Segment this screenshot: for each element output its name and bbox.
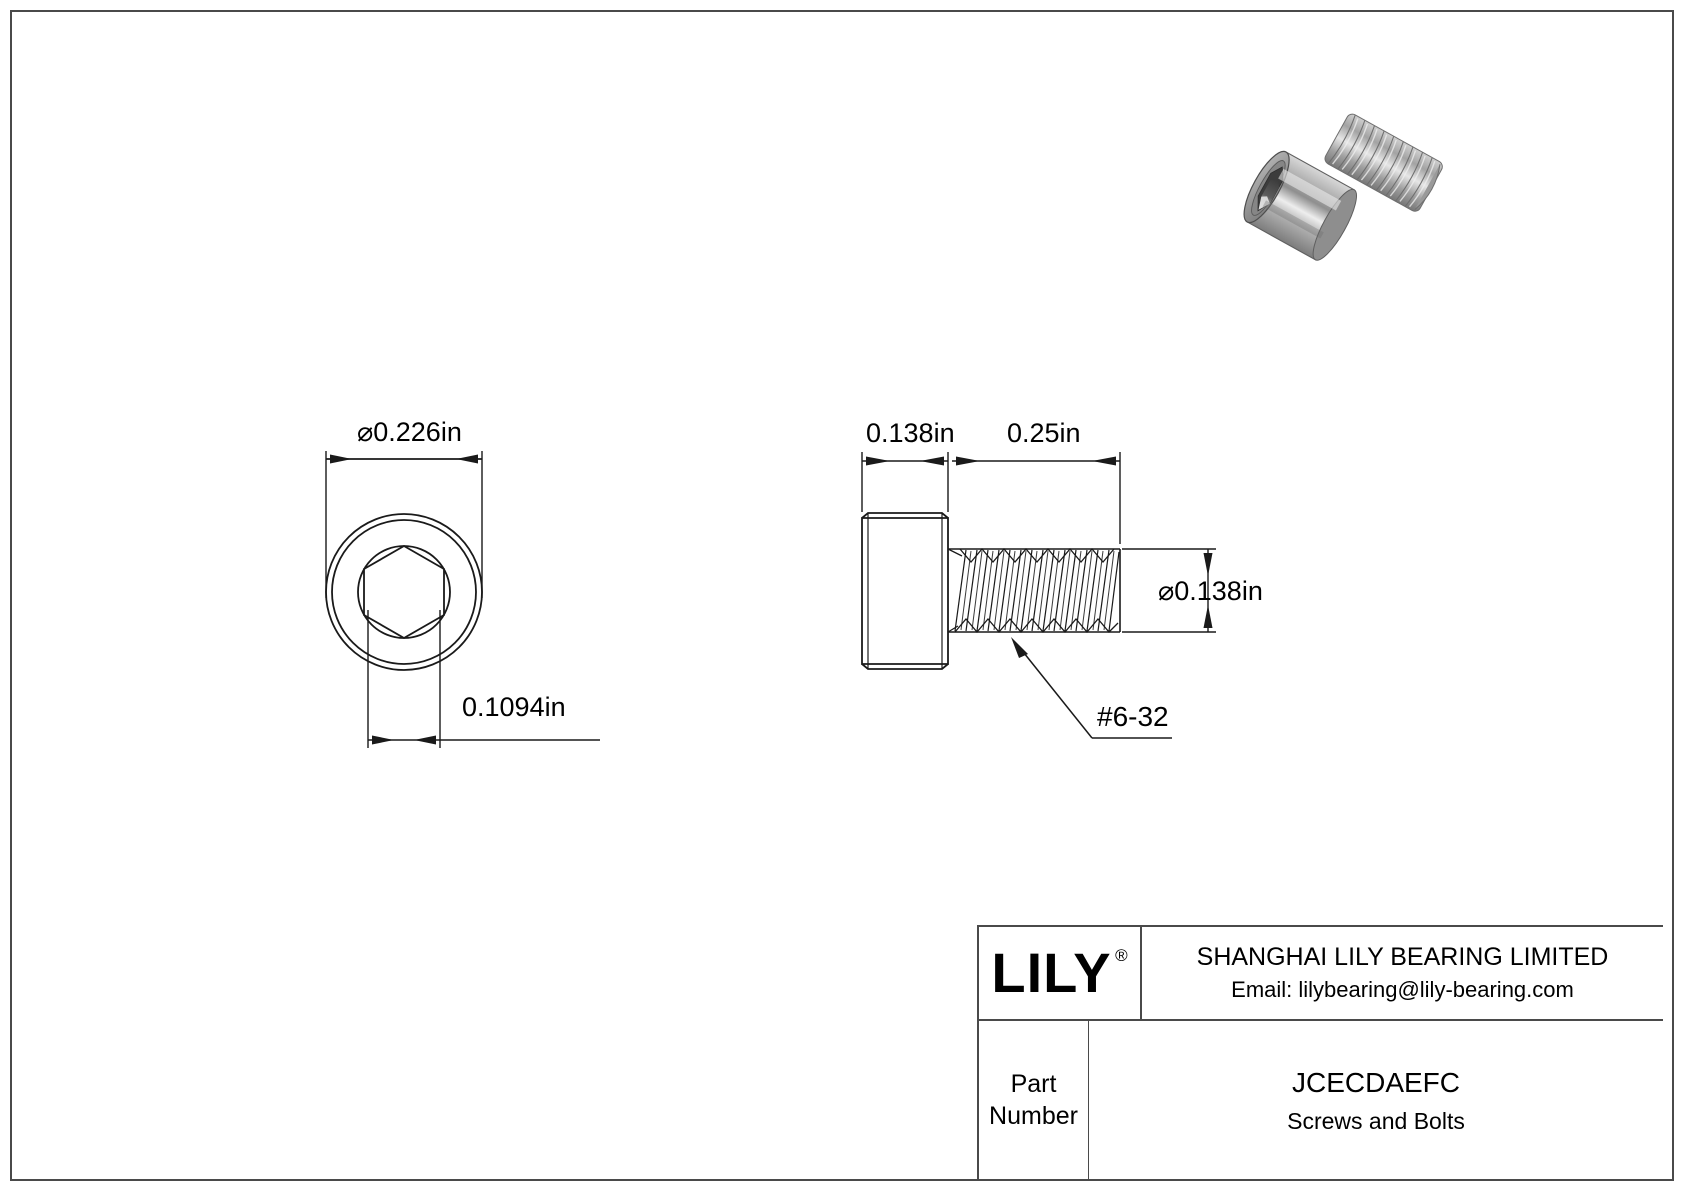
end-view-dimensions xyxy=(325,451,600,748)
title-block-part-row: Part Number JCECDAEFC Screws and Bolts xyxy=(979,1019,1663,1180)
head-bottom-chamfer xyxy=(861,663,949,670)
part-number-label-line2: Number xyxy=(989,1101,1078,1130)
title-block-header-row: LILY ® SHANGHAI LILY BEARING LIMITED Ema… xyxy=(979,927,1663,1020)
leader-arrow xyxy=(1011,637,1028,658)
dimension-head-diameter: ⌀0.226in xyxy=(357,417,462,447)
company-email: Email: lilybearing@lily-bearing.com xyxy=(1231,977,1574,1003)
thread-spec-leader xyxy=(1011,637,1172,739)
side-view-dimensions xyxy=(861,452,1216,633)
end-view-hex-socket xyxy=(325,513,483,671)
lily-logo: LILY ® xyxy=(991,945,1127,1001)
drawing-frame-border xyxy=(10,10,1674,1181)
isometric-screw-render xyxy=(1243,113,1443,261)
logo-text: LILY xyxy=(991,941,1112,1005)
dimension-thread-spec: #6-32 xyxy=(1097,701,1169,732)
dimension-socket-size: 0.1094in xyxy=(462,692,566,722)
head-chamfer-circle xyxy=(331,519,477,665)
dimension-thread-length: 0.25in xyxy=(1007,418,1081,448)
thread-profile xyxy=(947,547,1120,634)
head-outer-circle xyxy=(325,513,483,671)
thread-crest-top xyxy=(959,547,1115,564)
logo-cell: LILY ® xyxy=(979,927,1142,1020)
part-number-value: JCECDAEFC xyxy=(1291,1067,1460,1099)
part-number-label: Part Number xyxy=(979,1021,1089,1180)
company-cell: SHANGHAI LILY BEARING LIMITED Email: lil… xyxy=(1142,927,1663,1019)
dimension-shank-diameter: ⌀0.138in xyxy=(1158,576,1263,606)
hex-socket-polygon xyxy=(363,544,445,640)
head-outline xyxy=(861,517,949,665)
socket-circle xyxy=(357,545,451,639)
part-number-label-line1: Part xyxy=(1010,1070,1057,1099)
leader-line xyxy=(1019,647,1093,739)
dimension-head-height: 0.138in xyxy=(866,418,955,448)
thread-crest-bottom xyxy=(954,617,1119,634)
part-category-value: Screws and Bolts xyxy=(1287,1108,1465,1135)
head-top-chamfer xyxy=(861,512,949,519)
company-name: SHANGHAI LILY BEARING LIMITED xyxy=(1196,943,1609,972)
title-block: LILY ® SHANGHAI LILY BEARING LIMITED Ema… xyxy=(977,925,1663,1180)
registered-trademark-icon: ® xyxy=(1115,946,1128,966)
part-value-cell: JCECDAEFC Screws and Bolts xyxy=(1089,1021,1663,1180)
